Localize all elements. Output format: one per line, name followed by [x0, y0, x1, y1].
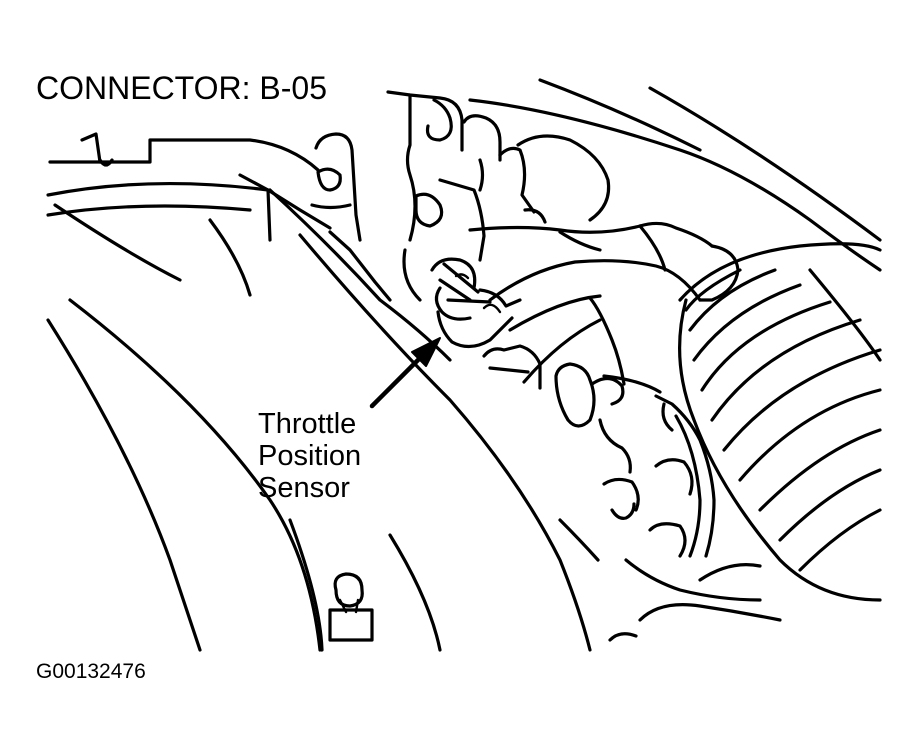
tps-connector	[430, 257, 522, 349]
manifold-stud	[328, 572, 374, 642]
callout-line-1: Throttle	[258, 408, 357, 440]
lower-components	[482, 344, 782, 642]
intake-air-hose	[468, 221, 740, 394]
upper-bracket	[310, 132, 392, 302]
air-duct	[678, 242, 882, 602]
throttle-body	[386, 90, 611, 302]
pointer-arrow	[369, 337, 441, 409]
callout-line-2: Position	[258, 440, 362, 472]
callout-line-3: Sensor	[258, 472, 350, 504]
intake-manifold-plenum	[46, 132, 592, 652]
hood-edge-lines	[468, 78, 882, 272]
callout-throttle-position-sensor: Throttle Position Sensor	[258, 408, 361, 504]
figure-id: G00132476	[36, 660, 146, 683]
connector-label: CONNECTOR: B-05	[36, 70, 328, 106]
